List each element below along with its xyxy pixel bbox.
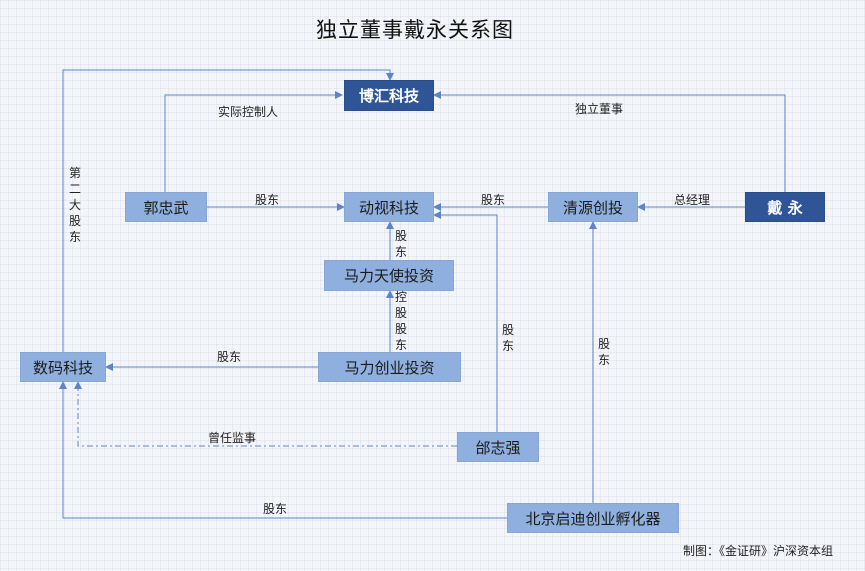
- label-konggu-gudong: 控股股东: [394, 290, 407, 352]
- label-zengren-jianshi: 曾任监事: [208, 431, 257, 445]
- label-duli-dongshi: 独立董事: [575, 102, 624, 116]
- edge-qi-dongshi: [433, 211, 498, 432]
- edge-shuma-bohui: [62, 69, 394, 352]
- edge-dai-bohui: [433, 91, 786, 192]
- node-mali-tianshi: 马力天使投资: [324, 260, 454, 291]
- edge-qi-shuma: [74, 381, 457, 447]
- node-mali-chuangye: 马力创业投资: [318, 352, 461, 382]
- node-shuma-keji: 数码科技: [20, 352, 106, 382]
- label-zongjingli: 总经理: [674, 193, 711, 207]
- label-qingyuan-gudong: 股东: [481, 193, 506, 207]
- node-qi-zhiqiang: 邰志强: [457, 432, 539, 462]
- label-dier-dagudong: 第二大股东: [68, 166, 81, 244]
- label-malitianshi-gudong: 股东: [394, 229, 407, 259]
- label-qi-gudong: 股东: [501, 323, 514, 353]
- node-bohui-keji: 博汇科技: [344, 80, 434, 111]
- label-shiji-kongzhiren: 实际控制人: [218, 105, 279, 119]
- node-qingyuan-chuangtou: 清源创投: [548, 192, 638, 222]
- node-dongshi-keji: 动视科技: [344, 192, 434, 222]
- edge-beijing-shuma: [59, 381, 507, 519]
- diagram-title: 独立董事戴永关系图: [316, 18, 514, 42]
- label-beijing-shuma-gudong: 股东: [263, 502, 288, 516]
- edge-guo-bohui: [164, 91, 343, 192]
- label-mali-shuma-gudong: 股东: [217, 350, 242, 364]
- label-beijing-qingyuan-gudong: 股东: [597, 337, 610, 367]
- footer-credit: 制图：《金证研》沪深资本组: [682, 544, 833, 558]
- node-guo-zhongwu: 郭忠武: [125, 192, 207, 222]
- node-dai-yong: 戴 永: [745, 192, 825, 222]
- node-beijing-qidi: 北京启迪创业孵化器: [507, 503, 679, 533]
- label-guo-gudong: 股东: [255, 193, 280, 207]
